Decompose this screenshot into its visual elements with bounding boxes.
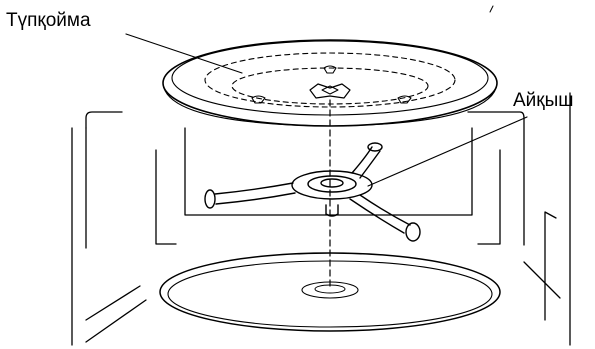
- roller-wheel-right: [406, 223, 420, 241]
- roller-support: [205, 143, 420, 241]
- cavity-floor-right-2: [545, 212, 556, 320]
- roller-wheel-back: [368, 143, 382, 151]
- cavity-back-top-right: [468, 112, 524, 245]
- roller-wheel-left: [205, 190, 215, 208]
- plate-hub-inner: [322, 86, 338, 94]
- roller-arm-left: [215, 183, 295, 204]
- cavity-floor-left-2: [86, 300, 146, 342]
- cavity-inner-left: [156, 150, 176, 244]
- plate-rib-left: [252, 96, 265, 103]
- roller-center-hole: [321, 179, 343, 187]
- turntable-label: Түпқойма: [6, 10, 91, 31]
- leader-line-roller: [368, 117, 527, 186]
- cavity-floor-right: [524, 262, 560, 298]
- cavity-back-top-left: [86, 112, 122, 128]
- plate-dashed-outer: [205, 53, 455, 107]
- roller-arm-right: [350, 195, 410, 233]
- leader-line-turntable: [126, 34, 242, 73]
- roller-ring-label: Айқыш: [513, 90, 574, 111]
- cavity-floor-left: [86, 286, 140, 320]
- cavity-inner-right: [478, 150, 500, 244]
- plate-rib-top: [324, 66, 336, 73]
- top-tick-mark: [490, 6, 493, 12]
